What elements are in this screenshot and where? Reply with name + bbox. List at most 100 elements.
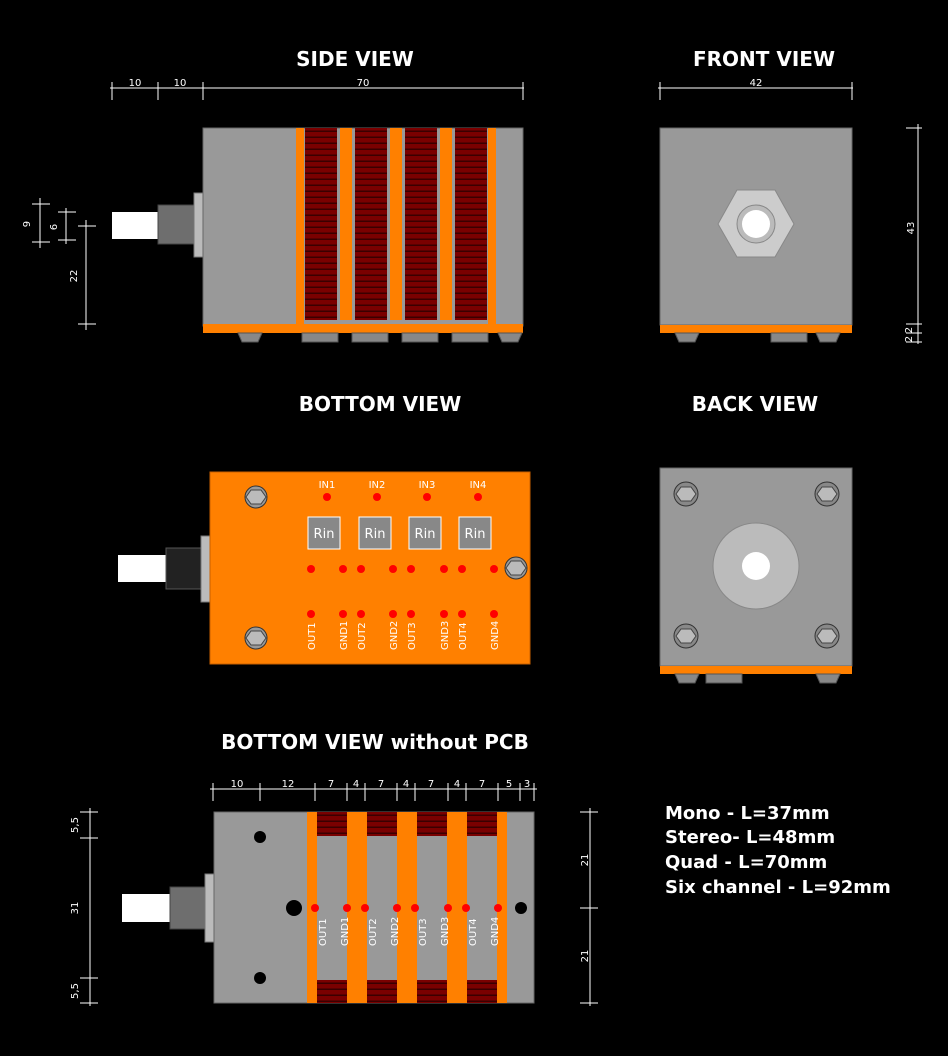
nopcb-shaft: [122, 894, 172, 922]
nopcb-top-dimension: 10 12 7 4 7 4 7 4 7 5 3: [210, 779, 537, 801]
side-shaft: [112, 212, 159, 239]
back-feet: [674, 673, 841, 684]
nopcb-dim-left-1: 5,5: [70, 817, 81, 833]
gnd-label-2: GND2: [389, 621, 400, 650]
front-view: 42 43 2 2: [658, 78, 922, 344]
rin-label-3: Rin: [415, 527, 436, 542]
bottom-input-labels: IN1 IN2 IN3 IN4: [319, 480, 487, 491]
side-wafers: [296, 128, 496, 324]
front-dim-height: 43: [906, 222, 917, 235]
nopcb-gnd-label-4: GND4: [490, 917, 501, 946]
back-view-title: BACK VIEW: [692, 392, 819, 416]
spec-mono: Mono - L=37mm: [665, 803, 830, 824]
nopcb-dim-top-5: 7: [378, 779, 384, 790]
side-dim-1: 10: [129, 78, 142, 89]
front-dim-width: 42: [750, 78, 763, 89]
nopcb-out-label-4: OUT4: [468, 918, 479, 946]
bottom-output-pads: [307, 610, 498, 618]
front-pcb: [660, 325, 852, 333]
back-pcb: [660, 666, 852, 674]
bottom-output-labels: OUT1 GND1 OUT2 GND2 OUT3 GND3 OUT4 GND4: [307, 621, 501, 650]
spec-six-channel: Six channel - L=92mm: [665, 877, 891, 898]
side-feet: [237, 332, 523, 343]
nopcb-dim-top-11: 3: [524, 779, 530, 790]
bottom-view-title: BOTTOM VIEW: [299, 392, 462, 416]
out-label-4: OUT4: [458, 622, 469, 650]
back-view: [659, 467, 853, 684]
bottom-bushing: [165, 547, 203, 590]
side-pcb: [203, 324, 523, 333]
side-top-dimension: 10 10 70: [110, 78, 524, 100]
out-label-1: OUT1: [307, 622, 318, 650]
nopcb-bushing: [169, 886, 207, 930]
front-shaft: [742, 210, 770, 238]
gnd-label-1: GND1: [339, 621, 350, 650]
out-label-2: OUT2: [357, 622, 368, 650]
in-label-3: IN3: [419, 480, 436, 491]
out-label-3: OUT3: [407, 622, 418, 650]
in-label-4: IN4: [470, 480, 487, 491]
front-feet: [674, 332, 841, 343]
nopcb-dim-top-3: 7: [328, 779, 334, 790]
nopcb-dim-right-2: 21: [580, 950, 591, 963]
gnd-label-4: GND4: [490, 621, 501, 650]
nopcb-holes: [254, 831, 527, 984]
rin-label-1: Rin: [314, 527, 335, 542]
back-shaft-end: [742, 552, 770, 580]
front-right-dimension: 43 2 2: [904, 124, 922, 344]
side-dim-v2: 6: [49, 224, 60, 230]
nopcb-dim-left-3: 5,5: [70, 983, 81, 999]
side-dim-v1: 9: [22, 221, 33, 227]
front-view-title: FRONT VIEW: [693, 47, 835, 71]
side-dim-v3: 22: [69, 270, 80, 283]
nopcb-gnd-label-3: GND3: [440, 917, 451, 946]
bottom-middle-pads: [307, 565, 498, 573]
length-specs: Mono - L=37mm Stereo- L=48mm Quad - L=70…: [665, 803, 891, 898]
side-bushing: [157, 204, 195, 245]
bottom-input-pads: [323, 493, 482, 501]
nopcb-out-label-1: OUT1: [318, 918, 329, 946]
front-dim-small-1: 2: [904, 327, 915, 333]
in-label-2: IN2: [369, 480, 386, 491]
nopcb-gnd-label-2: GND2: [390, 917, 401, 946]
nopcb-dim-top-8: 4: [454, 779, 460, 790]
spec-stereo: Stereo- L=48mm: [665, 827, 835, 848]
side-dim-2: 10: [174, 78, 187, 89]
nopcb-dim-right-1: 21: [580, 854, 591, 867]
bottom-view-no-pcb: 10 12 7 4 7 4 7 4 7 5 3 5,5 31 5,5: [70, 779, 598, 1006]
nopcb-body: [213, 811, 535, 1004]
side-view: 10 10 70 9 6 22: [22, 78, 524, 343]
back-screws: [673, 481, 840, 649]
nopcb-dim-top-6: 4: [403, 779, 409, 790]
side-left-dimension: 9 6 22: [22, 198, 96, 330]
in-label-1: IN1: [319, 480, 336, 491]
gnd-label-3: GND3: [440, 621, 451, 650]
nopcb-dim-top-1: 10: [231, 779, 244, 790]
spec-quad: Quad - L=70mm: [665, 852, 827, 873]
nopcb-pin-labels: OUT1 GND1 OUT2 GND2 OUT3 GND3 OUT4 GND4: [318, 917, 501, 946]
bottom-rin-resistors: Rin Rin Rin Rin: [307, 516, 492, 550]
front-top-dimension: 42: [658, 78, 853, 100]
bottom-mount-screws: [244, 485, 528, 650]
rin-label-2: Rin: [365, 527, 386, 542]
nopcb-dim-top-10: 5: [506, 779, 512, 790]
nopcb-dim-top-7: 7: [428, 779, 434, 790]
front-dim-small-2: 2: [904, 336, 915, 342]
nopcb-dim-left-2: 31: [70, 902, 81, 915]
bottom-shaft: [118, 555, 168, 582]
rin-label-4: Rin: [465, 527, 486, 542]
nopcb-dim-top-4: 4: [353, 779, 359, 790]
bottom-view-no-pcb-title: BOTTOM VIEW without PCB: [221, 730, 529, 754]
nopcb-pads: [311, 904, 502, 912]
bottom-view: IN1 IN2 IN3 IN4 Rin Rin Rin Rin: [118, 471, 531, 665]
nopcb-gnd-label-1: GND1: [340, 917, 351, 946]
nopcb-left-dimension: 5,5 31 5,5: [70, 808, 98, 1006]
nopcb-out-label-2: OUT2: [368, 918, 379, 946]
side-dim-3: 70: [357, 78, 370, 89]
nopcb-dim-top-9: 7: [479, 779, 485, 790]
nopcb-dim-top-2: 12: [282, 779, 295, 790]
side-view-title: SIDE VIEW: [296, 47, 414, 71]
nopcb-right-dimension: 21 21: [580, 808, 598, 1006]
nopcb-out-label-3: OUT3: [418, 918, 429, 946]
